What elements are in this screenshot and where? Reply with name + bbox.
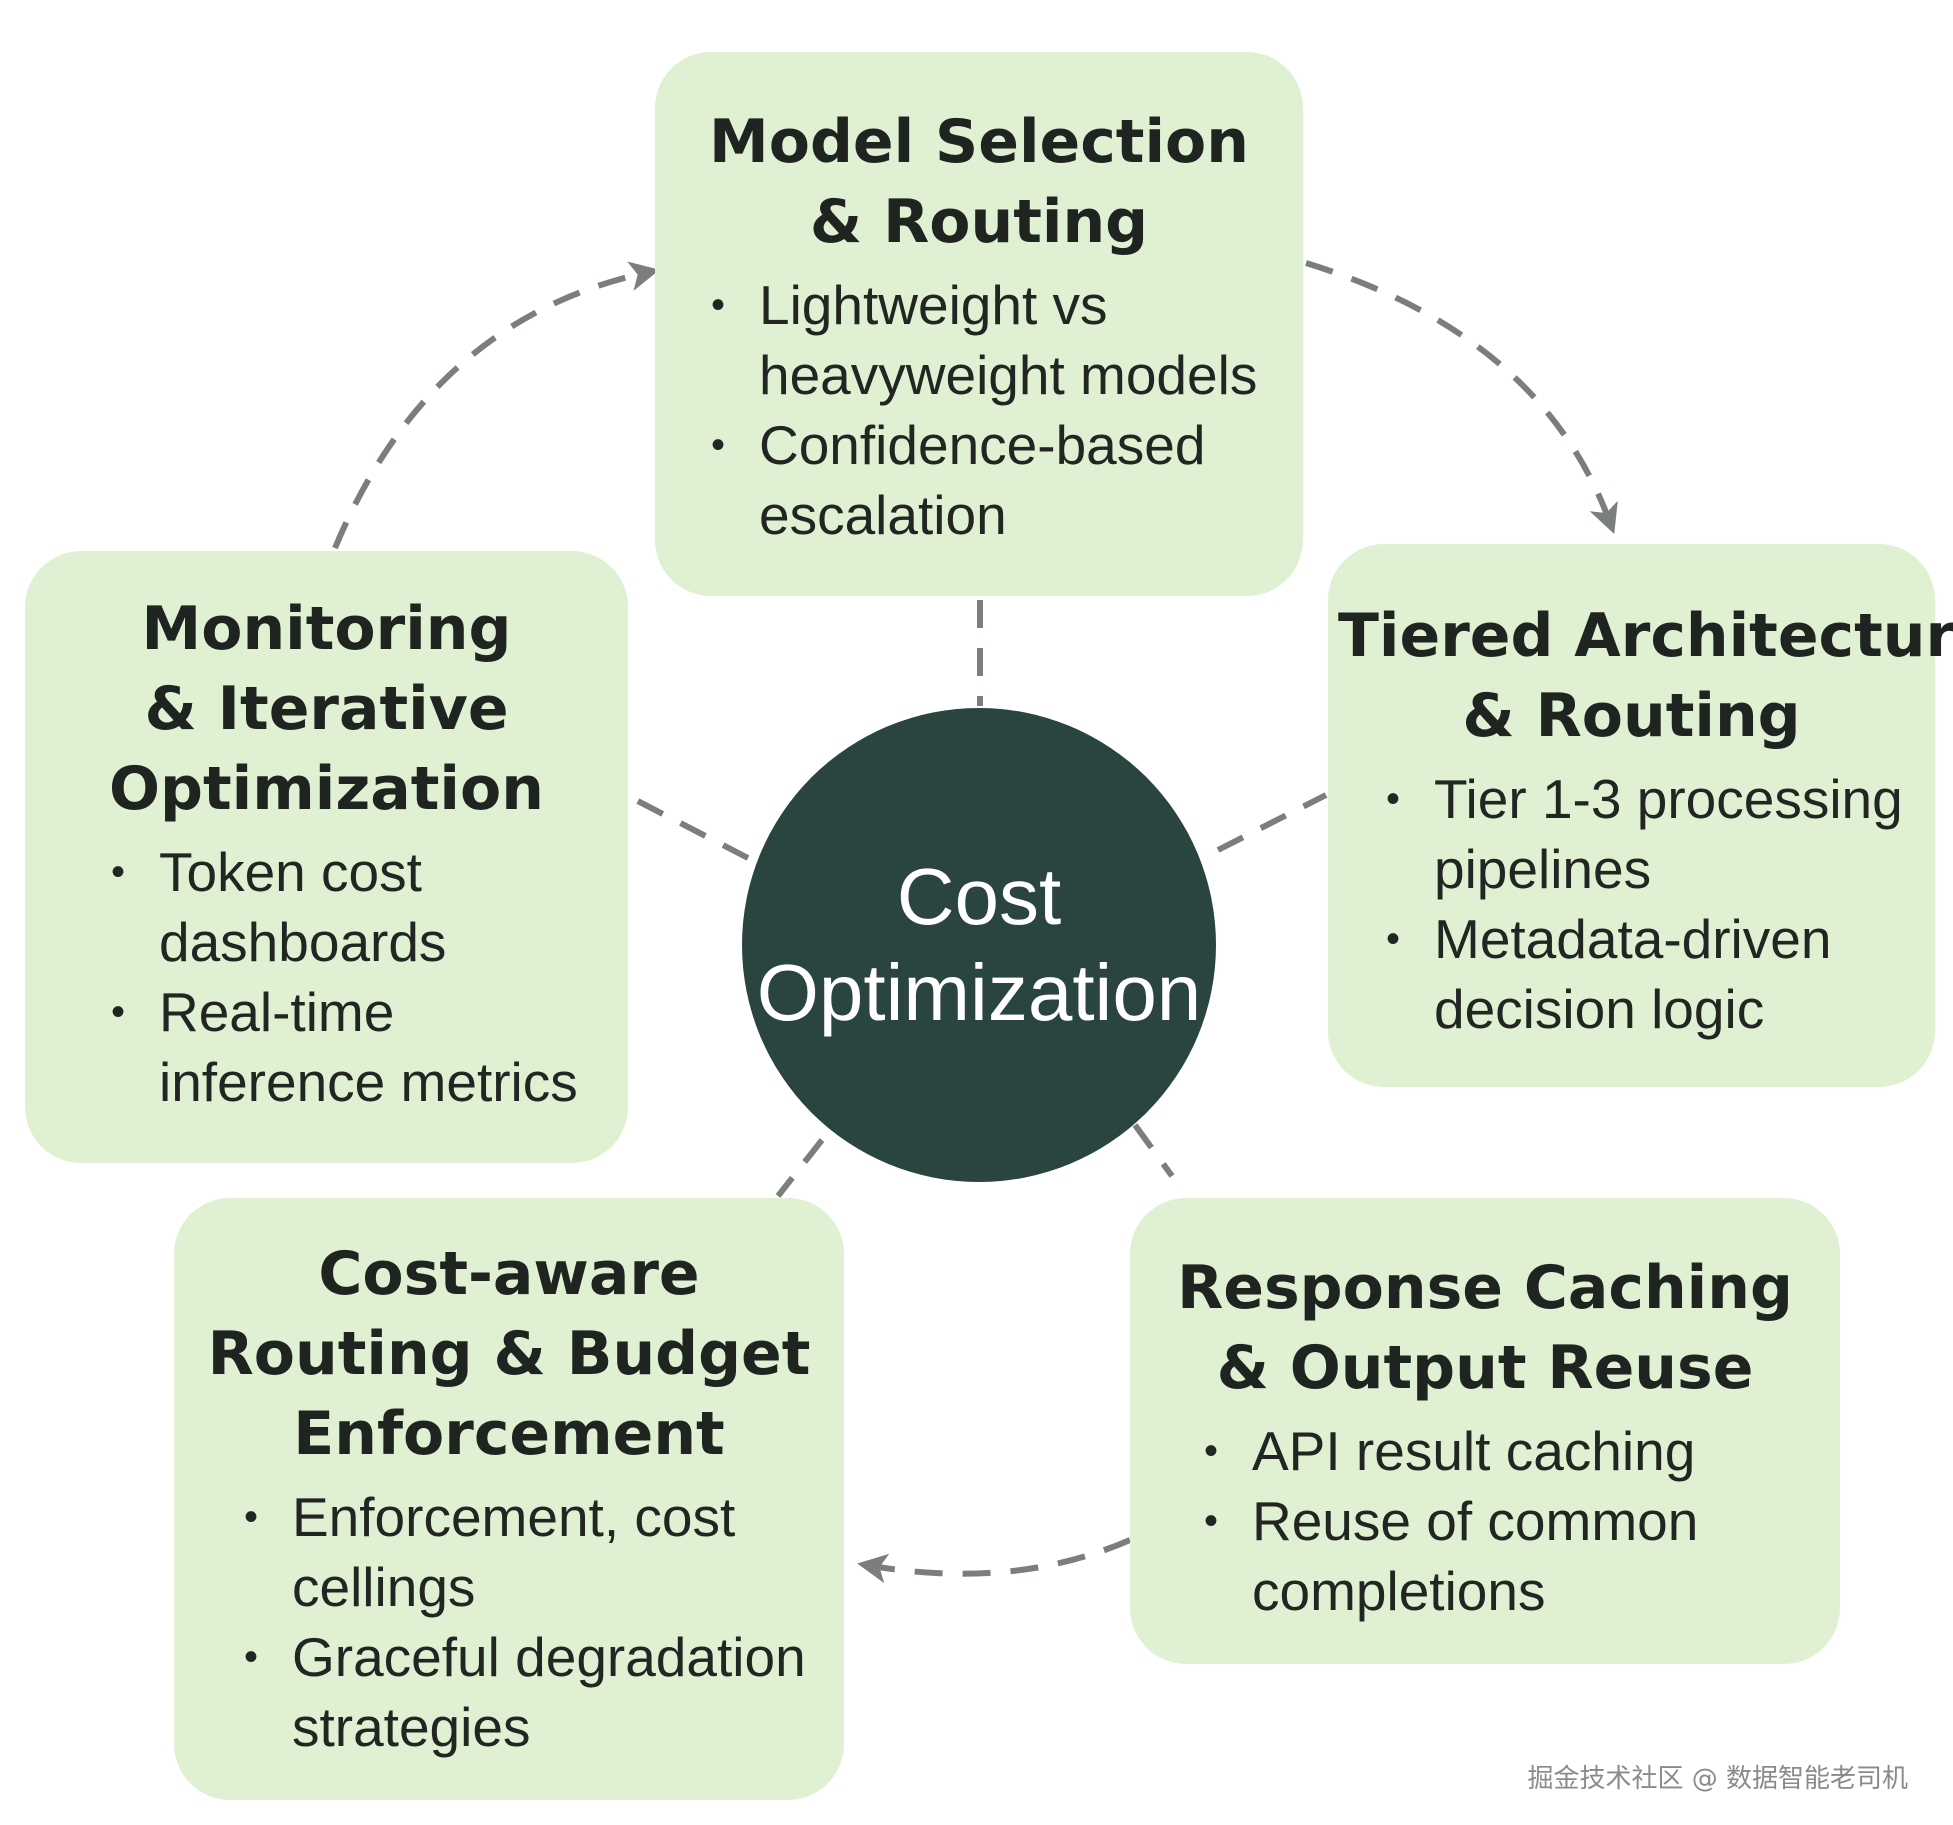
card-title: Tiered Architecture & Routing (1338, 596, 1953, 756)
bullet-text: decision logic (1434, 978, 1765, 1040)
title-line: Enforcement (293, 1399, 725, 1469)
cycle-arrow-caching-to-cost-aware (857, 1537, 1132, 1584)
watermark: 掘金技术社区 @ 数据智能老司机 (1527, 1764, 1908, 1794)
bullet-text: escalation (759, 484, 1007, 546)
bullet-item: • Real-time inference metrics (103, 977, 608, 1117)
bullet-icon: • (244, 1635, 259, 1679)
bullet-icon: • (244, 1495, 259, 1539)
bullet-icon: • (1204, 1429, 1219, 1473)
bullet-item: • Graceful degradation strategies (236, 1622, 824, 1762)
bullet-item: • Metadata-driven decision logic (1378, 904, 1925, 1044)
bullet-text: strategies (292, 1696, 531, 1758)
bullet-item: • Reuse of common completions (1196, 1486, 1820, 1626)
bullet-text: Graceful degradation (292, 1626, 806, 1688)
title-line: Cost-aware (318, 1239, 700, 1309)
title-line: & Output Reuse (1216, 1333, 1754, 1403)
bullet-icon: • (1386, 777, 1401, 821)
title-line: & Routing (1462, 681, 1801, 751)
bullet-text: Reuse of common (1252, 1490, 1699, 1552)
bullet-text: Token cost (159, 841, 422, 903)
title-line: Tiered Architecture (1338, 601, 1953, 671)
center-hub: Cost Optimization (742, 708, 1216, 1182)
bullet-item: • Token cost dashboards (103, 837, 608, 977)
spoke-monitoring (628, 794, 750, 861)
bullet-text: inference metrics (159, 1051, 578, 1113)
title-line: Routing & Budget (207, 1319, 811, 1389)
card-tiered-architecture: Tiered Architecture & Routing • Tier 1-3… (1328, 544, 1953, 1087)
hub-label-line: Optimization (756, 948, 1202, 1037)
bullet-list: • Enforcement, cost cellings • Graceful … (236, 1482, 824, 1762)
bullet-text: dashboards (159, 911, 447, 973)
bullet-icon: • (711, 283, 726, 327)
card-title: Response Caching & Output Reuse (1150, 1248, 1820, 1408)
spoke-tiered-architecture (1216, 792, 1328, 853)
title-line: Optimization (109, 754, 544, 824)
bullet-text: heavyweight models (759, 344, 1258, 406)
cycle-arrow-monitoring-to-model (332, 261, 660, 550)
bullet-text: Tier 1-3 processing (1434, 768, 1903, 830)
card-cost-aware-routing: Cost-aware Routing & Budget Enforcement … (174, 1198, 844, 1800)
spoke-response-caching (1132, 1123, 1175, 1178)
bullet-list: • Lightweight vs heavyweight models • Co… (703, 270, 1283, 550)
title-line: & Iterative (144, 674, 509, 744)
title-line: Model Selection (709, 107, 1249, 177)
bullet-item: • Lightweight vs heavyweight models (703, 270, 1283, 410)
bullet-text: Confidence-based (759, 414, 1206, 476)
bullet-text: Metadata-driven (1434, 908, 1832, 970)
bullet-list: • Tier 1-3 processing pipelines • Metada… (1378, 764, 1925, 1044)
bullet-text: API result caching (1252, 1420, 1696, 1482)
title-line: Monitoring (141, 594, 512, 664)
bullet-icon: • (1204, 1499, 1219, 1543)
card-response-caching: Response Caching & Output Reuse • API re… (1130, 1198, 1840, 1664)
bullet-icon: • (1386, 917, 1401, 961)
bullet-icon: • (111, 990, 126, 1034)
card-title: Cost-aware Routing & Budget Enforcement (194, 1234, 824, 1474)
bullet-item: • Enforcement, cost cellings (236, 1482, 824, 1622)
bullet-item: • Tier 1-3 processing pipelines (1378, 764, 1925, 904)
bullet-text: completions (1252, 1560, 1546, 1622)
card-monitoring: Monitoring & Iterative Optimization • To… (25, 551, 628, 1163)
bullet-text: cellings (292, 1556, 476, 1618)
bullet-text: Enforcement, cost (292, 1486, 736, 1548)
bullet-text: Lightweight vs (759, 274, 1108, 336)
bullet-item: • API result caching (1196, 1416, 1820, 1486)
bullet-list: • Token cost dashboards • Real-time infe… (103, 837, 608, 1117)
title-line: & Routing (809, 187, 1149, 257)
hub-label-line: Cost (896, 852, 1062, 941)
cycle-arrow-model-to-tiered (1305, 260, 1618, 535)
spoke-cost-aware-routing (775, 1138, 825, 1198)
bullet-item: • Confidence-based escalation (703, 410, 1283, 550)
card-model-selection: Model Selection & Routing • Lightweight … (655, 52, 1303, 596)
card-title: Monitoring & Iterative Optimization (45, 589, 608, 829)
bullet-icon: • (111, 850, 126, 894)
card-title: Model Selection & Routing (675, 102, 1283, 262)
title-line: Response Caching (1177, 1253, 1793, 1323)
bullet-text: Real-time (159, 981, 395, 1043)
bullet-list: • API result caching • Reuse of common c… (1196, 1416, 1820, 1626)
bullet-text: pipelines (1434, 838, 1652, 900)
bullet-icon: • (711, 423, 726, 467)
